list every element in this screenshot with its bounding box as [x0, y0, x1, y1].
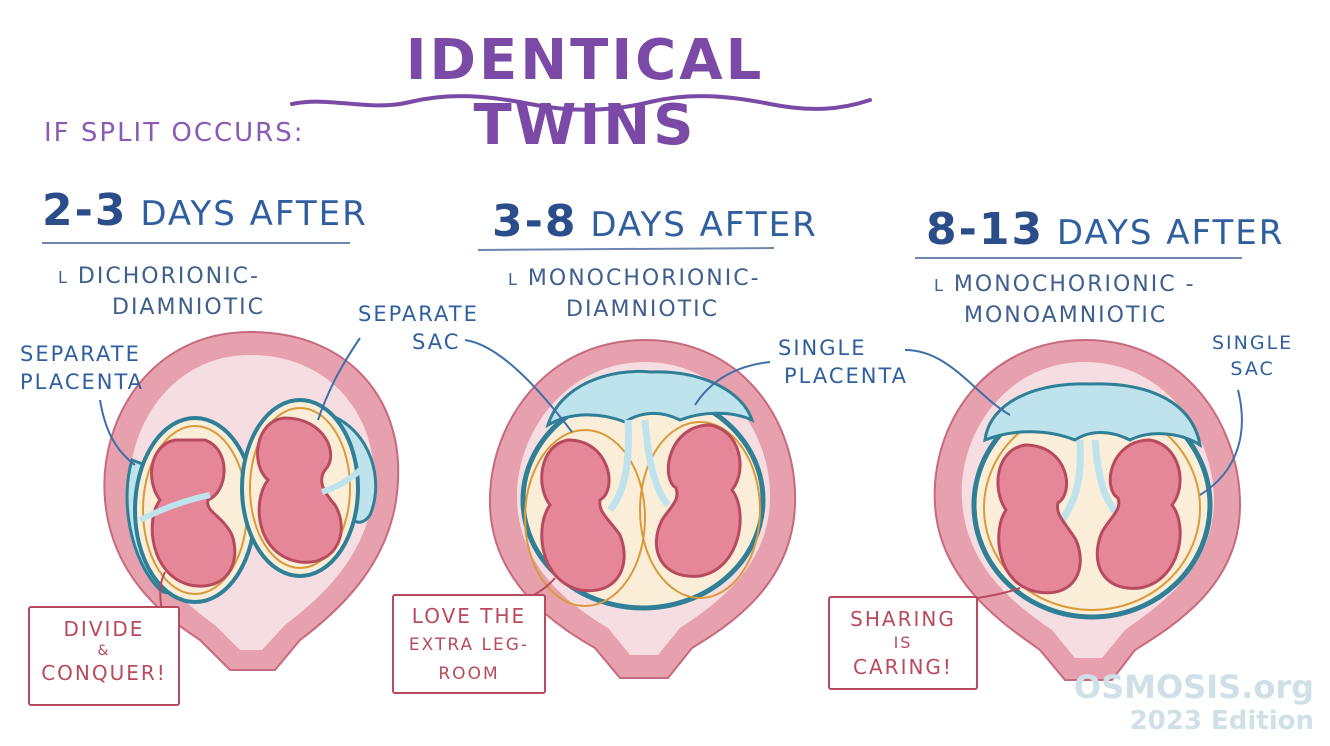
pointer-separate-sac-2	[464, 339, 573, 433]
stage-2-type-line1: MONOCHORIONIC-	[527, 266, 761, 291]
fetus-6	[1095, 438, 1182, 590]
stage-3-heading: 8-13 DAYS AFTER	[926, 204, 1284, 255]
uterus-1	[103, 330, 400, 671]
callout-single-sac: SINGLE SAC	[1212, 332, 1294, 380]
osmosis-watermark: OSMOSIS.org 2023 Edition	[1074, 668, 1314, 736]
placenta-single-3	[983, 382, 1203, 449]
stage-1-days: 2-3	[42, 185, 128, 236]
stage-1-type-line2: DIAMNIOTIC	[112, 295, 266, 320]
title-underline	[290, 94, 872, 112]
stage-2-type-line2: DIAMNIOTIC	[566, 297, 720, 322]
page-title: IDENTICAL TWINS	[405, 28, 765, 158]
stage-1-type: ᒪ DICHORIONIC- DIAMNIOTIC	[58, 262, 265, 323]
callout-separate-sac: SEPARATE SAC	[358, 302, 479, 354]
pointer-single-placenta-2	[694, 361, 771, 406]
fetus-4	[654, 423, 742, 578]
fetus-3	[540, 438, 626, 593]
stage-1-type-line1: DICHORIONIC-	[77, 264, 260, 289]
stage-2-underline	[477, 247, 775, 251]
stage-2-type: ᒪ MONOCHORIONIC- DIAMNIOTIC	[508, 264, 761, 325]
pointer-single-sac	[1199, 389, 1243, 496]
fetus-2	[256, 416, 343, 564]
note-extra-legroom: LOVE THE EXTRA LEG- ROOM	[392, 594, 546, 694]
brand-name: OSMOSIS.org	[1073, 668, 1314, 706]
uterus-3	[933, 338, 1242, 681]
stage-3-type-line2: MONOAMNIOTIC	[964, 303, 1168, 328]
stage-1-days-text: DAYS AFTER	[140, 194, 368, 234]
stage-3-type-line1: MONOCHORIONIC -	[953, 272, 1196, 297]
pointer-separate-sac	[317, 337, 361, 421]
stage-1-heading: 2-3 DAYS AFTER	[42, 185, 368, 236]
callout-separate-placenta: SEPARATE PLACENTA	[20, 342, 145, 394]
fetus-1	[150, 438, 237, 588]
stage-2-days: 3-8	[492, 196, 578, 247]
placenta-single-2	[545, 369, 755, 429]
callout-single-placenta: SINGLE PLACENTA	[778, 336, 909, 388]
stage-3-days: 8-13	[926, 204, 1045, 255]
note-sharing-caring: SHARING IS CARING!	[828, 596, 978, 690]
note-divide-conquer: DIVIDE & CONQUER!	[28, 606, 180, 706]
stage-2-heading: 3-8 DAYS AFTER	[492, 196, 818, 247]
stage-3-days-text: DAYS AFTER	[1056, 213, 1285, 253]
fetus-5	[996, 443, 1082, 595]
stage-3-type: ᒪ MONOCHORIONIC - MONOAMNIOTIC	[934, 270, 1196, 331]
brand-edition: 2023 Edition	[1129, 706, 1314, 736]
pointer-separate-placenta	[99, 399, 136, 466]
split-subheading: IF SPLIT OCCURS:	[44, 118, 305, 148]
stage-2-days-text: DAYS AFTER	[590, 205, 818, 245]
pointer-single-placenta-3	[904, 349, 1011, 416]
